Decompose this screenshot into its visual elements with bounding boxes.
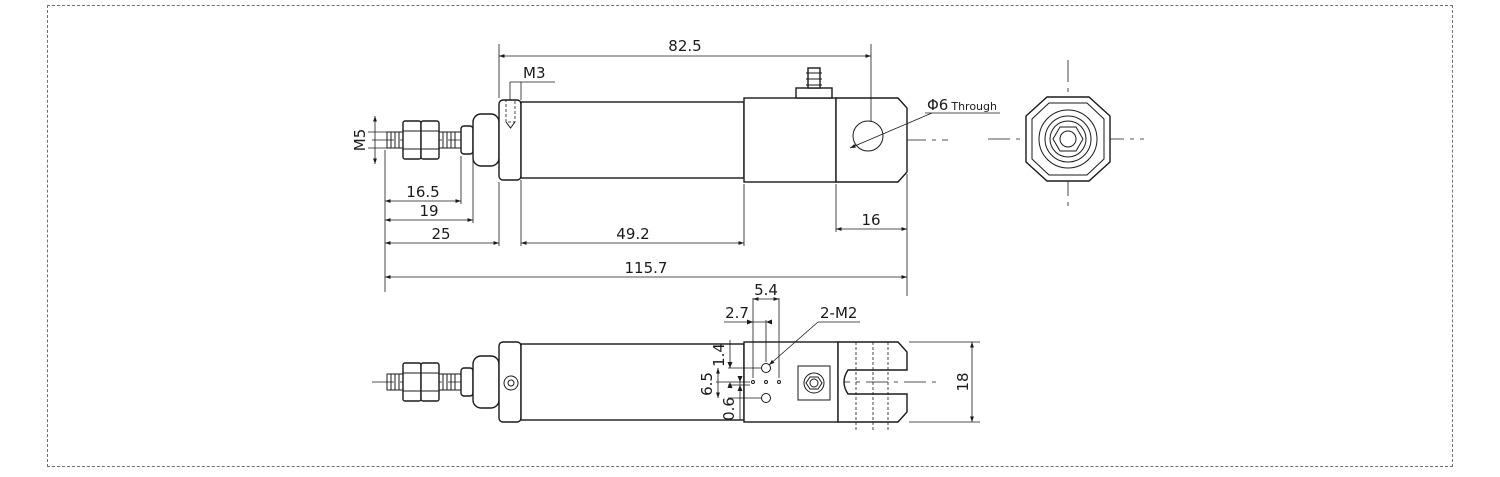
dim-5-4: 5.4 — [754, 281, 778, 299]
cylinder-tube-top — [520, 343, 745, 421]
rear-cover — [743, 97, 837, 183]
jam-nuts — [402, 120, 440, 160]
front-cover — [498, 99, 522, 181]
dim-18: 18 — [954, 372, 972, 391]
rod-cover-boss — [472, 113, 500, 167]
nut-hexagon — [1052, 126, 1084, 152]
dim-6-5: 6.5 — [698, 372, 716, 396]
clevis-hole — [852, 120, 884, 152]
air-fitting — [795, 67, 833, 99]
end-cover-octagon — [1025, 96, 1111, 182]
dim-1-4: 1.4 — [710, 343, 728, 367]
dim-19: 19 — [419, 202, 438, 220]
cylinder-tube — [520, 101, 745, 179]
rod-end-circle — [1059, 130, 1077, 148]
dim-49-2: 49.2 — [616, 225, 649, 243]
top-view: 5.4 2.7 2-M2 1.4 6.5 0.6 18 — [372, 281, 980, 430]
dim-82-5: 82.5 — [668, 37, 701, 55]
dim-25: 25 — [431, 225, 450, 243]
dim-16-5: 16.5 — [406, 183, 439, 201]
dim-0-6: 0.6 — [720, 397, 738, 421]
piston-rod — [460, 125, 474, 155]
dim-2-7: 2.7 — [725, 304, 749, 322]
clevis-fork — [837, 341, 908, 423]
dim-16: 16 — [861, 211, 880, 229]
drawing-frame — [47, 5, 1453, 467]
dim-m5: M5 — [351, 129, 369, 152]
dim-m3: M3 — [523, 64, 546, 82]
dim-115-7: 115.7 — [625, 259, 668, 277]
end-view — [988, 60, 1144, 212]
dim-2-m2: 2-M2 — [820, 304, 857, 322]
clevis — [835, 97, 908, 183]
